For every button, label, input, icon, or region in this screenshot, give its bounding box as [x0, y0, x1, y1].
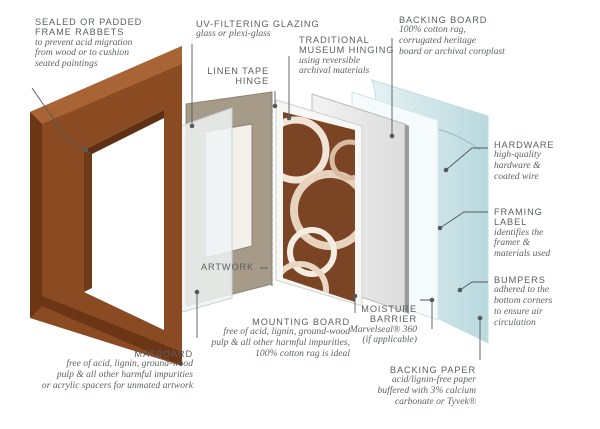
- label-matboard: MATBOARD free of acid, lignin, ground-wo…: [15, 349, 193, 392]
- label-sealed-frame-rabbets: SEALED OR PADDED FRAME RABBETS to preven…: [35, 17, 175, 70]
- label-desc: acid/lignin-free paper buffered with 3% …: [377, 374, 477, 407]
- label-hardware: HARDWARE high-quality hardware & coated …: [494, 140, 584, 183]
- label-title: BUMPERS: [494, 275, 546, 285]
- label-title: ARTWORK: [201, 262, 255, 272]
- label-title: LINEN TAPE HINGE: [207, 66, 269, 87]
- label-desc: Marvelseal® 360 (if applicable): [349, 323, 417, 346]
- label-mounting-board: MOUNTING BOARD free of acid, lignin, gro…: [180, 317, 350, 360]
- artwork-image: [283, 112, 355, 302]
- label-desc: to prevent acid migration from wood or t…: [35, 36, 133, 70]
- label-backing-board: BACKING BOARD 100% cotton rag, corrugate…: [399, 15, 539, 58]
- label-title: MATBOARD: [134, 349, 193, 359]
- frame: [30, 46, 182, 366]
- label-title: BACKING PAPER: [389, 365, 476, 375]
- label-desc: free of acid, lignin, ground-wood pulp &…: [211, 326, 350, 359]
- label-desc: adhered to the bottom corners to ensure …: [494, 284, 553, 328]
- label-moisture-barrier: MOISTURE BARRIER Marvelseal® 360 (if app…: [335, 304, 417, 346]
- label-title: SEALED OR PADDED FRAME RABBETS: [35, 17, 143, 38]
- label-desc: 100% cotton rag, corrugated heritage boa…: [399, 24, 505, 57]
- label-backing-paper: BACKING PAPER acid/lignin-free paper buf…: [360, 365, 477, 408]
- label-uv-glazing: UV-FILTERING GLAZING glass or plexi-glas…: [196, 19, 326, 40]
- label-framing-label: FRAMING LABEL identifies the framer & ma…: [494, 207, 584, 260]
- label-title: BACKING BOARD: [399, 15, 488, 25]
- label-artwork: ARTWORK: [201, 262, 261, 272]
- label-desc: using reversible archival materials: [299, 54, 370, 77]
- label-linen-tape-hinge: LINEN TAPE HINGE: [206, 66, 269, 87]
- label-desc: glass or plexi-glass: [196, 28, 271, 40]
- label-title: UV-FILTERING GLAZING: [196, 19, 320, 29]
- leader-lines: [31, 38, 488, 360]
- label-desc: identifies the framer & materials used: [494, 226, 551, 260]
- backing-board-edge: [405, 124, 409, 314]
- label-title: MOUNTING BOARD: [252, 317, 350, 327]
- label-title: TRADITIONAL MUSEUM HINGING: [299, 35, 395, 56]
- label-title: HARDWARE: [494, 140, 555, 150]
- label-desc: free of acid, lignin, ground-wood pulp &…: [41, 358, 193, 391]
- label-desc: high-quality hardware & coated wire: [494, 149, 541, 182]
- leader-dots: [83, 103, 483, 321]
- label-title: MOISTURE BARRIER: [361, 304, 417, 325]
- label-bumpers: BUMPERS adhered to the bottom corners to…: [494, 275, 584, 328]
- label-title: FRAMING LABEL: [494, 207, 543, 228]
- label-museum-hinging: TRADITIONAL MUSEUM HINGING using reversi…: [299, 35, 409, 77]
